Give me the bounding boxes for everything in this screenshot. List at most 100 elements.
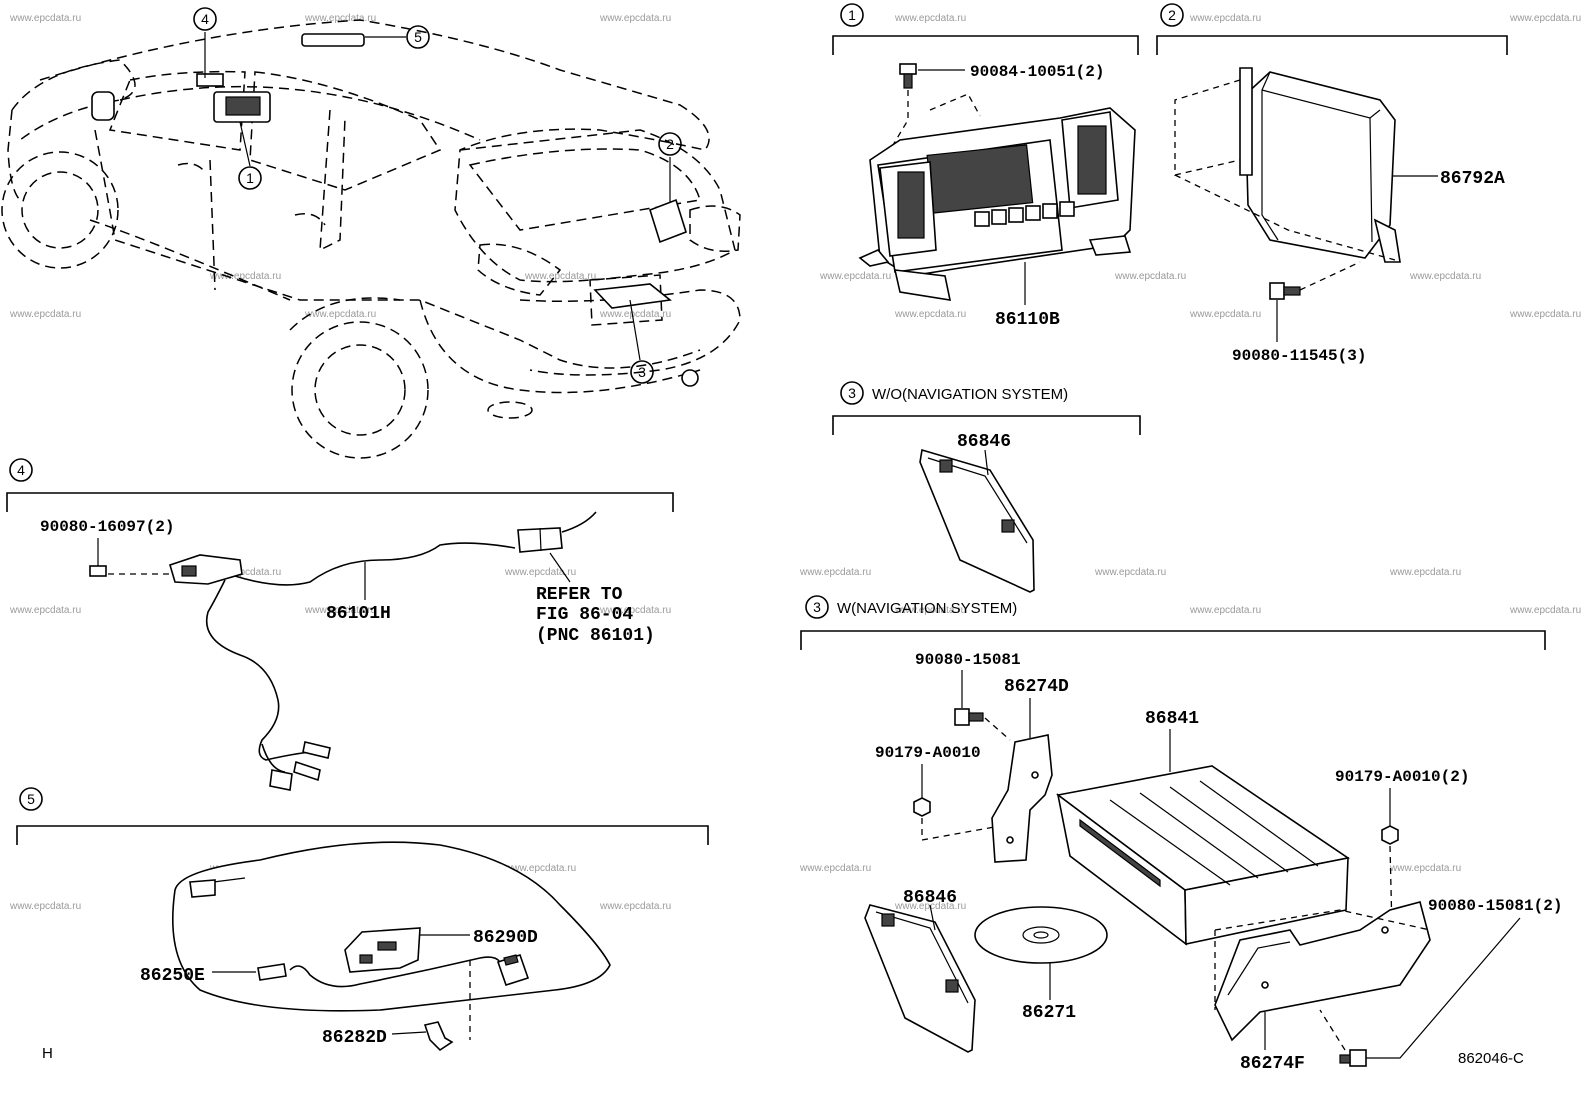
vehicle-rocker: [89, 219, 291, 301]
callout-number-4: 4: [201, 11, 209, 27]
vehicle-door-handle: [177, 162, 206, 173]
changer-rib: [1109, 799, 1231, 886]
roof-module-on-vehicle: [301, 33, 365, 47]
bolt-shank: [1283, 286, 1301, 296]
camera-harness-wire: [234, 542, 516, 586]
watermark: www.epcdata.ru: [1094, 567, 1166, 578]
camera-lens: [181, 565, 197, 577]
camera-harness-wire: [561, 511, 597, 533]
part-label-86846: 86846: [957, 432, 1011, 452]
watermark: www.epcdata.ru: [304, 309, 376, 320]
display-button: [1025, 205, 1041, 221]
display-button: [1059, 201, 1075, 217]
navigation-disc: [974, 906, 1108, 964]
display-lower-bracket: [1088, 235, 1132, 256]
harness-connector: [302, 741, 331, 759]
bolt-shank: [968, 712, 984, 722]
part-label-86271: 86271: [1022, 1003, 1076, 1023]
bracket-hole: [1381, 926, 1389, 934]
leader-line: [239, 121, 251, 167]
display-buttons: [974, 201, 1075, 227]
amplifier-bracket: [1239, 67, 1253, 176]
camera-on-vehicle: [196, 73, 224, 87]
vehicle-reflector: [487, 401, 533, 419]
watermark: www.epcdata.ru: [9, 309, 81, 320]
part-label-86792A: 86792A: [1440, 169, 1505, 189]
part-label-90084-10051: 90084-10051(2): [970, 63, 1104, 81]
nut: [913, 797, 931, 817]
section-3-number: 3: [848, 385, 856, 401]
vehicle-front: [7, 109, 21, 201]
watermark: www.epcdata.ru: [1189, 309, 1261, 320]
callout-circle-3: [630, 360, 654, 384]
watermark: www.epcdata.ru: [1509, 605, 1581, 616]
reference-line-2: FIG 86-04: [536, 605, 633, 625]
display-button: [991, 209, 1007, 225]
part-label-86274D: 86274D: [1004, 677, 1069, 697]
callout-number-1: 1: [246, 170, 254, 186]
part-label-86846: 86846: [903, 888, 957, 908]
display-button: [1042, 203, 1058, 219]
changer-slot: [1079, 818, 1161, 888]
bolt-shank: [903, 73, 913, 89]
navigation-disc-hub: [1033, 931, 1049, 939]
watermark: www.epcdata.ru: [799, 863, 871, 874]
section-2-number-circle: [1160, 3, 1184, 27]
bracket-hole: [1261, 981, 1269, 989]
bolt-head: [899, 63, 917, 75]
install-line: [984, 717, 1011, 741]
cover-clip: [945, 979, 959, 993]
section-3-without-navigation: 3 W/O(NAVIGATION SYSTEM) 86846: [832, 381, 1141, 593]
changer-rib: [1139, 792, 1259, 879]
harness-connector-divider: [539, 527, 542, 552]
amplifier-bracket: [1373, 218, 1401, 263]
vehicle-window: [108, 70, 246, 151]
watermark: www.epcdata.ru: [599, 309, 671, 320]
section-3-number-circle: [840, 381, 864, 405]
part-label-86282D: 86282D: [322, 1028, 387, 1048]
vehicle-body-side: [94, 129, 701, 369]
section-3-caption: W(NAVIGATION SYSTEM): [837, 600, 1017, 617]
module-tab: [359, 954, 373, 964]
vehicle-hood: [11, 59, 136, 141]
cover-plate: [919, 448, 1035, 593]
vehicle-callouts: 4 5 1 2 3: [193, 7, 682, 384]
watermark: www.epcdata.ru: [9, 605, 81, 616]
section-4-number: 4: [17, 462, 25, 478]
install-line: [921, 818, 1001, 841]
section-2-bracket: [1156, 35, 1508, 55]
display-screen-on-vehicle: [225, 96, 261, 116]
section-4-bracket: [6, 492, 674, 512]
amplifier-edge: [1261, 71, 1279, 241]
part-label-86250E: 86250E: [140, 966, 205, 986]
section-4-number-circle: [9, 458, 33, 482]
clip-86282D: [423, 1021, 454, 1052]
install-line: [1299, 261, 1361, 291]
callout-circle-2: [658, 132, 682, 156]
watermark: www.epcdata.ru: [894, 13, 966, 24]
display-vent: [1077, 125, 1107, 195]
vehicle-door-handle: [294, 213, 326, 226]
install-line: [1319, 1009, 1346, 1051]
watermark: www.epcdata.ru: [1114, 271, 1186, 282]
section-5-number-circle: [19, 787, 43, 811]
harness-connector: [293, 760, 321, 782]
bolt-head: [1269, 282, 1285, 300]
watermark: www.epcdata.ru: [1389, 567, 1461, 578]
display-button: [974, 211, 990, 227]
section-2-number: 2: [1168, 7, 1176, 23]
bolt-head: [1349, 1049, 1367, 1067]
vehicle-tail-lamp: [477, 243, 562, 296]
watermark: www.epcdata.ru: [504, 863, 576, 874]
bracket-hole: [1006, 836, 1014, 844]
watermark: www.epcdata.ru: [1189, 605, 1261, 616]
part-label-90179-A0010-2: 90179-A0010(2): [1335, 768, 1469, 786]
changer-rib: [1199, 780, 1319, 867]
part-label-86841: 86841: [1145, 709, 1199, 729]
front-wheel-rim: [21, 171, 99, 249]
section-2-amplifier: 2 86792A 90080-11545(3): [1156, 3, 1508, 365]
section-4-camera: 4 90080-16097(2) 86101H REFER TO FIG 86-…: [6, 458, 674, 791]
leader-line: [984, 449, 989, 476]
bracket-86274D: [991, 734, 1053, 863]
section-5-roof-module: 5 86290D 86250E 86282D: [16, 787, 709, 1052]
